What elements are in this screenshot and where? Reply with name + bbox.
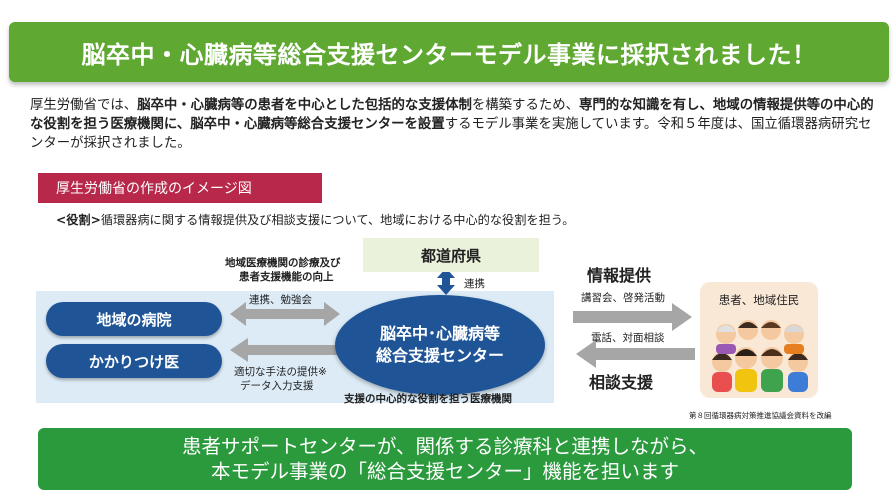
- intro-bold-2: 専門的な知識を有し、地域の情報提供等の中心的な役割を担う医療機関に、脳卒中・心臓…: [30, 98, 874, 132]
- prefecture-double-arrow: [437, 268, 455, 295]
- bottom-summary-line2: 本モデル事業の「総合支援センター」機能を担います: [210, 460, 679, 483]
- bottom-summary-line1: 患者サポートセンターが、関係する診療科と連携しながら、: [181, 435, 709, 458]
- residents-group-illustration: [712, 320, 808, 392]
- prefecture-label: 都道府県: [420, 246, 481, 265]
- page-banner-title: 脳卒中・心臓病等総合支援センターモデル事業に採択されました！: [9, 22, 889, 82]
- intro-paragraph: 厚生労働省では、脳卒中・心臓病等の患者を中心とした包括的な支援体制を構築するため…: [30, 96, 880, 153]
- info-arrow: [573, 303, 692, 331]
- prefecture-box: 都道府県: [363, 238, 539, 272]
- intro-text-2: を構築するため、: [471, 98, 580, 113]
- info-provision-label: 情報提供: [587, 266, 652, 285]
- support-label-line2: データ入力支援: [240, 380, 314, 392]
- intro-bold-1: 脳卒中・心臓病等の患者を中心とした包括的な支援体制: [137, 98, 472, 113]
- bottom-summary-box: 患者サポートセンターが、関係する診療科と連携しながら、 本モデル事業の「総合支援…: [38, 428, 852, 490]
- phone-consult-label: 電話、対面相談: [591, 332, 665, 344]
- coop-study-label: 連携、勉強会: [249, 294, 312, 306]
- regional-hospital-pill: 地域の病院: [46, 302, 222, 336]
- prefecture-link-label: 連携: [464, 278, 485, 290]
- regional-hospital-label: 地域の病院: [96, 310, 172, 329]
- image-caption-tag-label: 厚生労働省の作成のイメージ図: [56, 181, 252, 197]
- improvement-label-line1: 地域医療機関の診療及び: [225, 257, 341, 269]
- consult-arrow: [576, 340, 695, 368]
- support-center-line2: 総合支援センター: [375, 346, 504, 365]
- support-arrow: [230, 338, 338, 362]
- image-caption-tag: 厚生労働省の作成のイメージ図: [38, 173, 322, 203]
- intro-text-1: 厚生労働省では、: [30, 98, 138, 113]
- improvement-label-line2: 患者支援機能の向上: [239, 271, 334, 283]
- intro-text-3: するモデル事業を実施しています。令和５年度は、国立循環器病研究センターが採択され…: [30, 117, 872, 151]
- support-center-line1: 脳卒中･心臓病等: [379, 324, 500, 343]
- consult-support-label: 相談支援: [589, 373, 654, 392]
- role-head: <役割>: [56, 213, 101, 227]
- support-center-caption: 支援の中心的な役割を担う医療機関: [344, 393, 512, 405]
- lectures-label: 講習会、啓発活動: [581, 292, 665, 304]
- coop-double-arrow: [230, 302, 340, 326]
- role-text: 循環器病に関する情報提供及び相談支援について、地域における中心的な役割を担う。: [100, 213, 575, 227]
- role-statement: <役割>循環器病に関する情報提供及び相談支援について、地域における中心的な役割を…: [56, 210, 574, 228]
- residents-label: 患者、地域住民: [718, 293, 800, 307]
- support-center-ellipse: 脳卒中･心臓病等 総合支援センター: [335, 295, 545, 395]
- family-doctor-label: かかりつけ医: [88, 352, 180, 371]
- support-label-line1: 適切な手法の提供※: [234, 366, 327, 378]
- source-note: 第８回循環器病対策推進協議会資料を改編: [689, 411, 832, 420]
- family-doctor-pill: かかりつけ医: [46, 344, 222, 378]
